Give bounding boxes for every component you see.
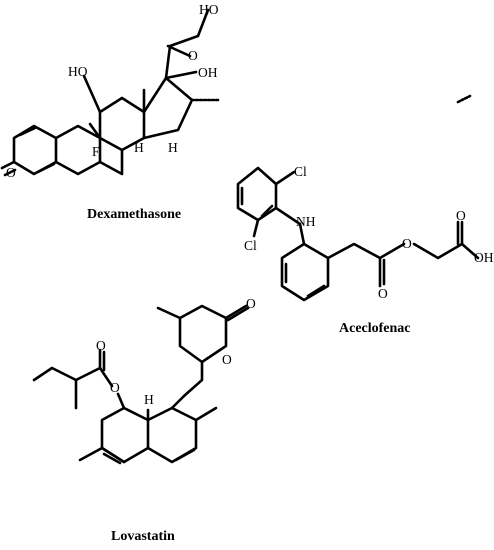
dexamethasone-atom-o-ketone: O — [188, 48, 198, 63]
dexamethasone-atom-oh-17: OH — [198, 65, 218, 80]
dexamethasone-atom-o-c3: O — [6, 165, 16, 180]
dexamethasone-structure: HO O OH HO O F H H Dexamethasone — [0, 2, 220, 222]
lovastatin-atom-o-lactone-carbonyl: O — [246, 296, 256, 311]
aceclofenac-atom-o-ester: O — [402, 236, 412, 251]
dexamethasone-atom-ho-11: HO — [68, 64, 88, 79]
lovastatin-label: Lovastatin — [111, 529, 175, 544]
aceclofenac-atom-nh: NH — [296, 214, 316, 229]
aceclofenac-atom-o-acid: O — [456, 208, 466, 223]
lovastatin-atom-h-ring: H — [144, 392, 154, 407]
aceclofenac-atom-o-carbonyl: O — [378, 286, 388, 301]
aceclofenac-bonds — [236, 166, 480, 302]
dexamethasone-atom-h-8: H — [134, 140, 144, 155]
aceclofenac-structure: Cl NH Cl O O O OH Aceclofenac — [236, 164, 494, 336]
lovastatin-atom-o-ring: O — [222, 352, 232, 367]
stereo-hash-mark — [456, 94, 472, 104]
aceclofenac-label: Aceclofenac — [339, 321, 411, 336]
aceclofenac-atom-cl-bottom: Cl — [244, 238, 257, 253]
aceclofenac-atom-oh: OH — [474, 250, 494, 265]
dexamethasone-bonds — [0, 8, 220, 177]
lovastatin-atom-o-ester: O — [110, 380, 120, 395]
lovastatin-structure: O O O O H Lovastatin — [32, 296, 256, 544]
aceclofenac-atom-cl-top: Cl — [294, 164, 307, 179]
lovastatin-atom-o-ester-carbonyl: O — [96, 338, 106, 353]
lovastatin-bonds — [32, 304, 250, 465]
dexamethasone-atom-ho-top: HO — [199, 2, 219, 17]
dexamethasone-atom-h-14: H — [168, 140, 178, 155]
dexamethasone-label: Dexamethasone — [87, 207, 181, 222]
dexamethasone-atom-f: F — [92, 144, 100, 159]
